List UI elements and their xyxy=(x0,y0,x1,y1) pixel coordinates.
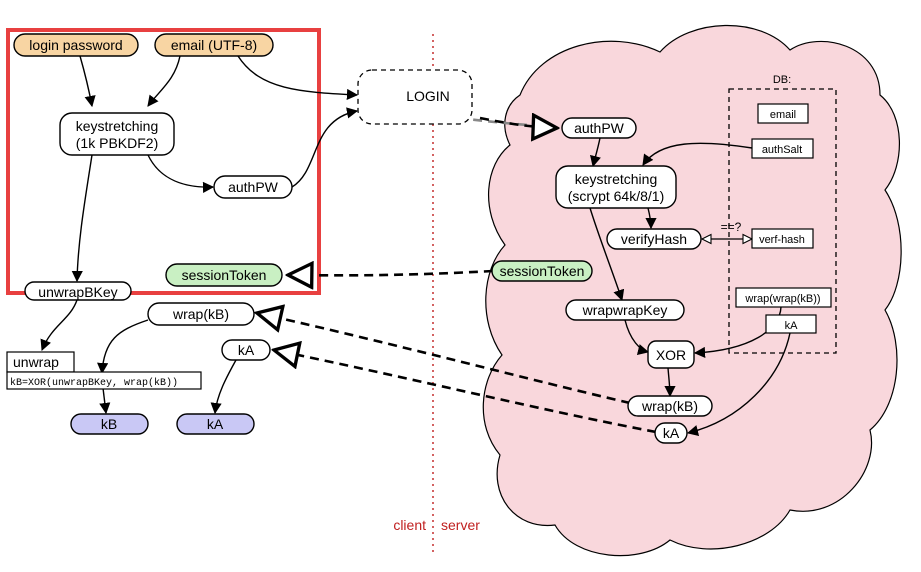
edge-authpw-to-keystretch-server xyxy=(590,137,601,168)
server-label: server xyxy=(441,517,480,533)
edge-email-to-login xyxy=(237,55,359,101)
node-wrap-kb-client: wrap(kB) xyxy=(147,302,255,326)
db-ka-label: kA xyxy=(785,320,799,332)
node-keystretching-server: keystretching (scrypt 64k/8/1) xyxy=(555,165,677,209)
node-email-label: email (UTF-8) xyxy=(171,37,257,53)
edge-unwrapbkey-to-unwrap xyxy=(40,299,78,352)
node-wrapwrapkey-label: wrapwrapKey xyxy=(582,302,668,318)
edge-wrapwrapkey-to-xor xyxy=(624,319,650,355)
node-unwrap-formula: kB=XOR(unwrapBKey, wrap(kB)) xyxy=(10,377,178,389)
db-ka: kA xyxy=(765,314,817,334)
node-unwrapbkey: unwrapBKey xyxy=(24,281,132,301)
node-keystretching-client-line1: keystretching xyxy=(76,118,158,134)
edge-authpw-to-login xyxy=(291,107,359,188)
db-wrapwrap: wrap(wrap(kB)) xyxy=(735,287,832,308)
node-login-password-label: login password xyxy=(29,37,122,53)
edge-ka-to-kaout xyxy=(210,359,237,415)
node-kb-output: kB xyxy=(70,413,149,435)
edge-keystretch-to-wrapwrapkey xyxy=(589,207,625,302)
edge-email-to-keystretch xyxy=(147,55,181,107)
edge-login-to-authpw-server-b xyxy=(479,118,557,128)
node-session-token-client-label: sessionToken xyxy=(182,267,267,283)
node-unwrap-title: unwrap xyxy=(13,354,59,370)
edge-wrapkb-to-unwrap xyxy=(97,319,149,375)
edge-ka-server-to-client xyxy=(274,350,657,434)
node-xor-label: XOR xyxy=(656,347,686,363)
node-authpw-client-label: authPW xyxy=(228,179,279,195)
node-keystretching-server-line2: (scrypt 64k/8/1) xyxy=(568,188,664,204)
node-login: LOGIN xyxy=(357,69,473,125)
db-container xyxy=(728,88,837,354)
node-email: email (UTF-8) xyxy=(154,33,274,57)
edge-dbka-to-ka xyxy=(686,332,791,436)
node-wrap-kb-server: wrap(kB) xyxy=(627,395,713,417)
node-authpw-client: authPW xyxy=(213,175,293,199)
node-xor: XOR xyxy=(647,340,695,369)
db-verfhash-label: verf-hash xyxy=(759,234,805,246)
edge-keystretch-to-authpw xyxy=(147,154,215,193)
edge-unwrap-to-kb xyxy=(99,387,111,415)
node-wrapwrapkey: wrapwrapKey xyxy=(565,299,685,321)
db-authsalt: authSalt xyxy=(751,138,814,159)
node-wrap-kb-client-label: wrap(kB) xyxy=(172,306,229,322)
node-session-token-server-label: sessionToken xyxy=(500,263,585,279)
node-session-token-server: sessionToken xyxy=(491,260,593,282)
compare-label: ==? xyxy=(721,220,742,234)
node-keystretching-client: keystretching (1k PBKDF2) xyxy=(59,112,175,156)
node-login-label: LOGIN xyxy=(406,88,450,104)
node-unwrap: unwrap kB=XOR(unwrapBKey, wrap(kB)) xyxy=(6,351,202,390)
client-highlight-box xyxy=(6,28,321,295)
client-label: client xyxy=(393,517,426,533)
edge-dbwrapwrap-to-xor xyxy=(693,306,782,359)
db-wrapwrap-label: wrap(wrap(kB)) xyxy=(744,293,820,305)
node-ka-client-label: kA xyxy=(238,342,255,358)
db-email: email xyxy=(757,103,809,124)
node-keystretching-client-line2: (1k PBKDF2) xyxy=(76,135,158,151)
node-ka-server: kA xyxy=(654,422,688,444)
node-login-password: login password xyxy=(13,33,139,57)
node-wrap-kb-server-label: wrap(kB) xyxy=(641,398,698,414)
node-kb-output-label: kB xyxy=(101,416,117,432)
edge-login-to-authpw-server-a xyxy=(413,108,541,128)
node-ka-server-label: kA xyxy=(663,425,680,441)
node-session-token-client: sessionToken xyxy=(165,263,283,287)
edge-keystretch-to-unwrapbkey xyxy=(71,154,93,283)
node-ka-output: kA xyxy=(176,413,255,435)
db-title: DB: xyxy=(773,74,791,86)
edge-keystretch-to-verifyhash xyxy=(645,207,657,230)
node-unwrapbkey-label: unwrapBKey xyxy=(38,284,117,300)
db-verfhash: verf-hash xyxy=(751,228,814,249)
edge-xor-to-wrapkb xyxy=(664,367,676,398)
server-cloud xyxy=(482,24,902,557)
node-verifyhash: verifyHash xyxy=(606,228,702,250)
db-email-label: email xyxy=(770,109,796,121)
node-verifyhash-label: verifyHash xyxy=(621,231,687,247)
node-authpw-server-label: authPW xyxy=(574,120,625,136)
node-ka-output-label: kA xyxy=(207,416,224,432)
edge-authsalt-to-keystretch xyxy=(642,142,753,166)
node-authpw-server: authPW xyxy=(561,117,637,139)
edge-password-to-keystretch xyxy=(79,55,96,108)
node-keystretching-server-line1: keystretching xyxy=(575,171,657,187)
node-ka-client: kA xyxy=(221,339,271,361)
db-authsalt-label: authSalt xyxy=(762,144,802,156)
